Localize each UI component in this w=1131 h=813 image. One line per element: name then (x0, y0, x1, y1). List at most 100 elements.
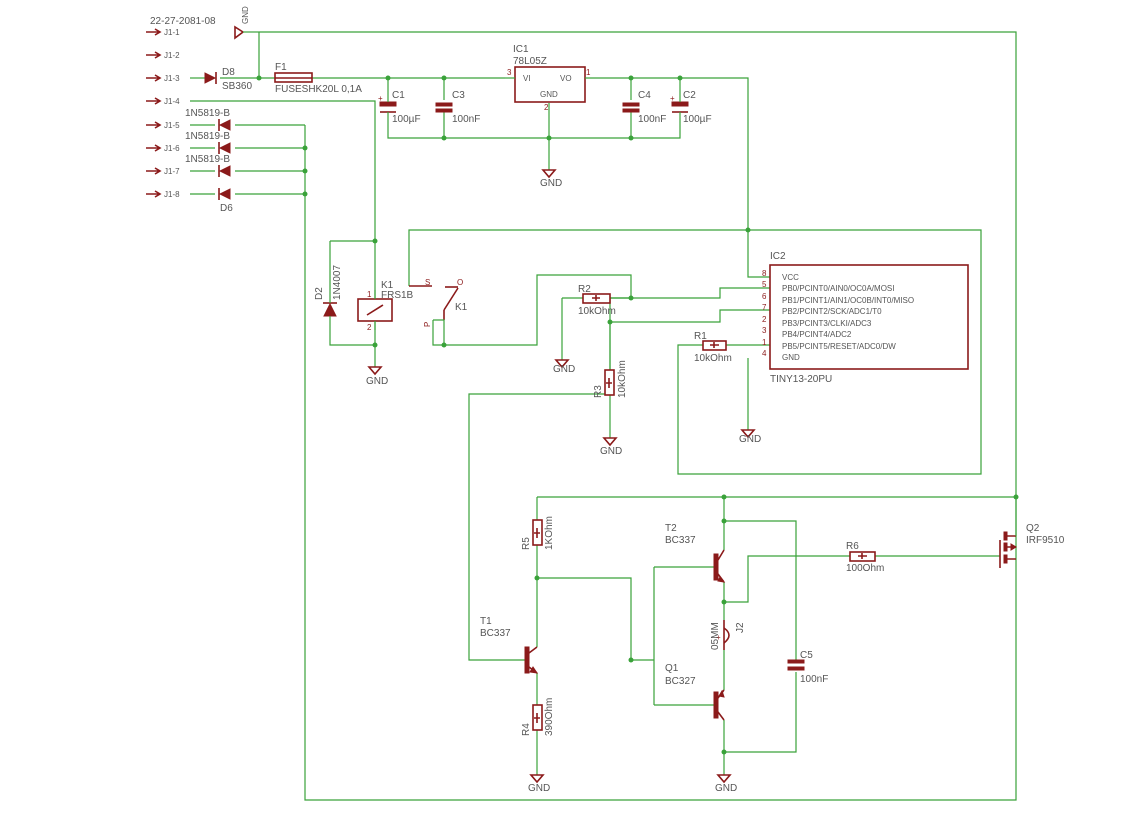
svg-text:1N5819-B: 1N5819-B (185, 131, 230, 142)
svg-text:IC2: IC2 (770, 251, 786, 262)
svg-text:FRS1B: FRS1B (381, 290, 414, 301)
svg-text:6: 6 (762, 292, 767, 301)
svg-text:J1-8: J1-8 (164, 190, 180, 199)
svg-text:2: 2 (762, 315, 767, 324)
j1-pin-7: J1-7 (146, 167, 180, 176)
svg-text:BC327: BC327 (665, 676, 696, 687)
svg-text:VI: VI (523, 74, 531, 83)
svg-text:F1: F1 (275, 62, 287, 73)
svg-text:1: 1 (367, 290, 372, 299)
resistor-r3: R3 10kOhm (593, 360, 628, 398)
resistor-r6: R6 100Ohm (846, 541, 884, 574)
svg-text:PB2/PCINT2/SCK/ADC1/T0: PB2/PCINT2/SCK/ADC1/T0 (782, 307, 882, 316)
svg-text:05MM: 05MM (710, 622, 721, 650)
svg-text:PB5/PCINT5/RESET/ADC0/DW: PB5/PCINT5/RESET/ADC0/DW (782, 342, 896, 351)
capacitor-c2: + C2 100µF (670, 90, 712, 125)
ic2-pin-2: PB0/PCINT0/AIN0/OC0A/MOSI 5 (762, 280, 894, 293)
resistor-r5: R5 1KOhm (521, 516, 555, 550)
svg-text:GND: GND (715, 783, 737, 794)
svg-text:J1-5: J1-5 (164, 121, 180, 130)
svg-text:4: 4 (762, 349, 767, 358)
svg-text:BC337: BC337 (665, 535, 696, 546)
svg-text:C5: C5 (800, 650, 813, 661)
svg-text:D6: D6 (220, 203, 233, 214)
gnd-symbol-ic1: GND (540, 169, 562, 189)
svg-text:T1: T1 (480, 616, 492, 627)
j1-pin-1: J1-1 (146, 28, 180, 37)
ic2-pin-6: PB4/PCINT4/ADC2 3 (762, 326, 852, 339)
relay-k1-coil: K1 FRS1B 1 2 (357, 280, 414, 332)
ic2-pin-1: VCC 8 (762, 269, 799, 282)
gnd-symbol-r4: GND (528, 774, 550, 794)
svg-text:10kOhm: 10kOhm (617, 360, 628, 398)
svg-text:C1: C1 (392, 90, 405, 101)
svg-text:+: + (716, 633, 721, 642)
svg-text:Q2: Q2 (1026, 523, 1040, 534)
svg-text:IRF9510: IRF9510 (1026, 535, 1065, 546)
gnd-symbol-r2: GND (553, 359, 575, 375)
ic2-pin-4: PB2/PCINT2/SCK/ADC1/T0 7 (762, 303, 882, 316)
svg-text:D2: D2 (314, 287, 325, 300)
svg-text:PB4/PCINT4/ADC2: PB4/PCINT4/ADC2 (782, 330, 852, 339)
svg-text:3: 3 (762, 326, 767, 335)
gnd-symbol-relay: GND (366, 366, 388, 387)
svg-text:+: + (670, 94, 675, 103)
svg-text:GND: GND (366, 376, 388, 387)
svg-text:PB0/PCINT0/AIN0/OC0A/MOSI: PB0/PCINT0/AIN0/OC0A/MOSI (782, 284, 894, 293)
svg-text:10kOhm: 10kOhm (694, 353, 732, 364)
svg-text:VCC: VCC (782, 273, 799, 282)
gnd-symbol-top: GND (234, 6, 259, 40)
svg-text:GND: GND (553, 364, 575, 375)
j1-pin-4: J1-4 (146, 97, 180, 106)
svg-text:7: 7 (762, 303, 767, 312)
j1-pin-6: J1-6 (146, 144, 180, 153)
diode-d2: D2 1N4007 (314, 265, 343, 320)
svg-text:100nF: 100nF (638, 114, 666, 125)
svg-text:J1-3: J1-3 (164, 74, 180, 83)
svg-text:K1: K1 (455, 302, 468, 313)
svg-text:P: P (423, 322, 432, 327)
svg-text:8: 8 (762, 269, 767, 278)
svg-text:O: O (457, 278, 463, 287)
diode-d6: D6 (218, 188, 233, 214)
svg-text:C3: C3 (452, 90, 465, 101)
connector-j1: J1-1 J1-2 J1-3 J1-4 J1-5 J1-6 J1-7 J1-8 (146, 28, 180, 199)
j1-pin-2: J1-2 (146, 51, 180, 60)
relay-k1-contact: S O P K1 (409, 278, 468, 345)
svg-text:1: 1 (762, 338, 767, 347)
svg-text:T2: T2 (665, 523, 677, 534)
ic2-pin-3: PB1/PCINT1/AIN1/OC0B/INT0/MISO 6 (762, 292, 914, 305)
resistor-r4: R4 390Ohm (521, 698, 555, 736)
fuse-f1: F1 FUSESHK20L 0,1A (274, 62, 362, 95)
j1-pin-3: J1-3 (146, 74, 180, 83)
transistor-t1: T1 BC337 (480, 616, 539, 674)
resistor-r1: R1 10kOhm (694, 331, 732, 364)
svg-text:100nF: 100nF (452, 114, 480, 125)
svg-text:100µF: 100µF (392, 114, 421, 125)
connector-title: 22-27-2081-08 (150, 16, 216, 27)
svg-text:J1-4: J1-4 (164, 97, 180, 106)
ic2-pin-5: PB3/PCINT3/CLKI/ADC3 2 (762, 315, 872, 328)
j1-pin-5: J1-5 (146, 121, 180, 130)
svg-text:R4: R4 (521, 723, 532, 736)
ic2-pin-7: PB5/PCINT5/RESET/ADC0/DW 1 (762, 338, 896, 351)
svg-text:J1-2: J1-2 (164, 51, 180, 60)
svg-text:GND: GND (528, 783, 550, 794)
svg-text:R2: R2 (578, 284, 591, 295)
svg-text:J2: J2 (735, 622, 746, 633)
svg-text:VO: VO (560, 74, 572, 83)
svg-text:PB1/PCINT1/AIN1/OC0B/INT0/MISO: PB1/PCINT1/AIN1/OC0B/INT0/MISO (782, 296, 914, 305)
svg-text:78L05Z: 78L05Z (513, 56, 547, 67)
svg-text:K1: K1 (381, 280, 394, 291)
transistor-t2: T2 BC337 (665, 523, 726, 583)
regulator-ic1: IC1 78L05Z VI VO GND 3 1 2 (505, 44, 591, 112)
svg-text:5: 5 (762, 280, 767, 289)
svg-text:+: + (378, 94, 383, 103)
svg-text:S: S (425, 278, 430, 287)
svg-text:GND: GND (241, 6, 250, 24)
svg-text:BC337: BC337 (480, 628, 511, 639)
svg-text:R5: R5 (521, 537, 532, 550)
j1-pin-8: J1-8 (146, 190, 180, 199)
